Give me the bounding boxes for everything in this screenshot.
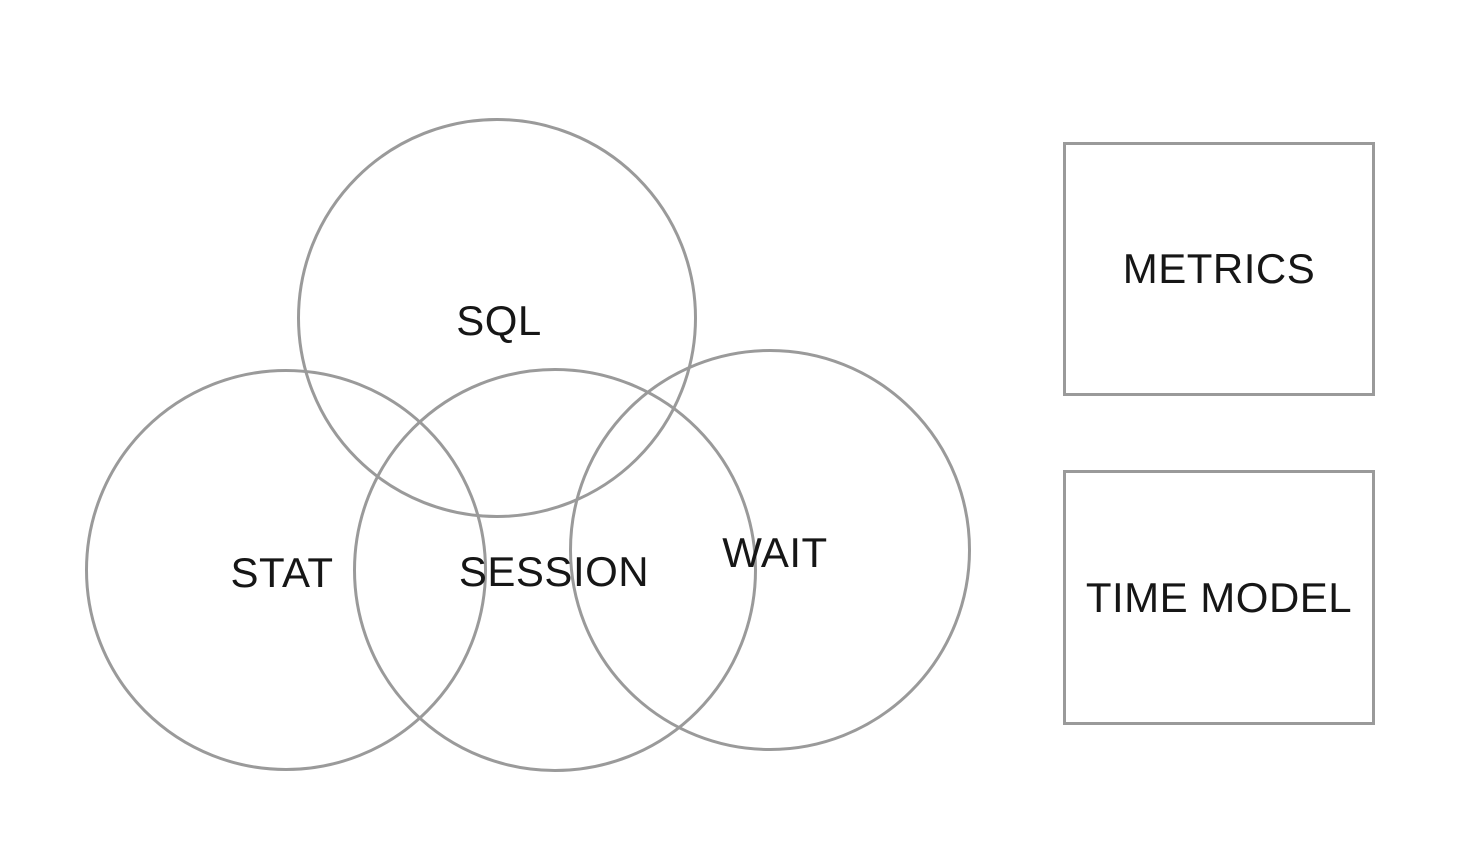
venn-circle-wait	[569, 349, 971, 751]
circle-label-wait: WAIT	[722, 529, 828, 576]
circle-label-stat: STAT	[230, 549, 334, 596]
circle-label-session: SESSION	[458, 548, 650, 595]
metrics-box: METRICS	[1063, 142, 1375, 396]
metrics-box-label: METRICS	[1122, 245, 1316, 292]
circle-label-sql: SQL	[456, 297, 542, 344]
time-model-box-label: TIME MODEL	[1085, 573, 1353, 621]
time-model-box: TIME MODEL	[1063, 470, 1375, 725]
